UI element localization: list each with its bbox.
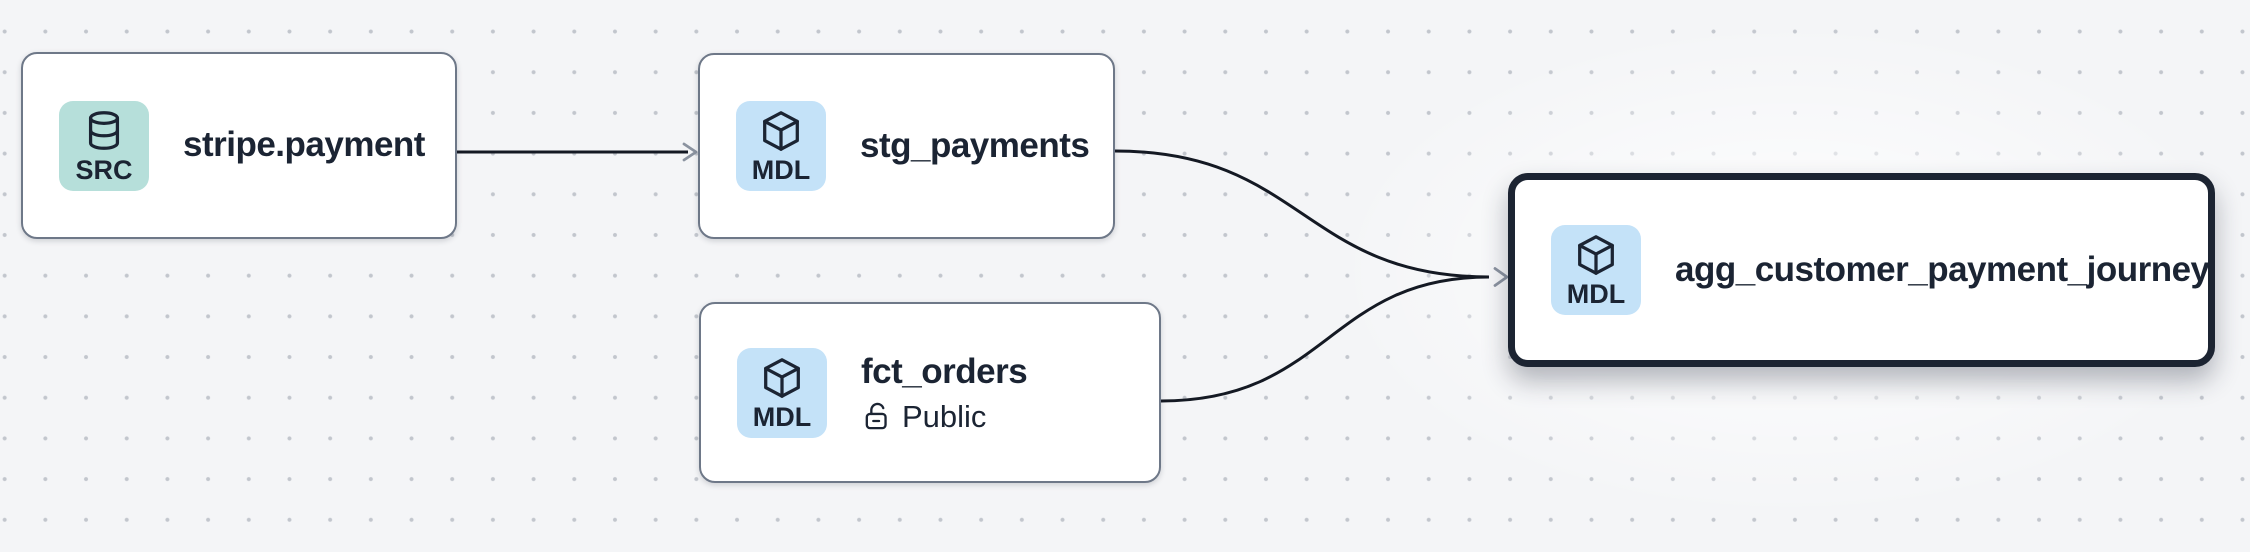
cube-icon	[763, 111, 799, 151]
lineage-node-fct-orders[interactable]: MDL fct_orders Public	[699, 302, 1161, 483]
lineage-node-stg-payments[interactable]: MDL stg_payments	[698, 53, 1115, 239]
edge-fct-orders-to-agg-customer-payment-journey[interactable]	[1160, 275, 1490, 403]
lock-open-icon	[865, 403, 887, 430]
node-title: fct_orders	[861, 351, 1028, 391]
node-title: stg_payments	[860, 125, 1090, 165]
badge-label: MDL	[751, 155, 811, 185]
badge-label: MDL	[1566, 279, 1626, 309]
lineage-node-stripe-payment[interactable]: SRC stripe.payment	[21, 52, 457, 239]
cube-icon	[764, 357, 800, 398]
cube-icon	[1578, 235, 1614, 275]
arrowhead-icon	[1493, 267, 1509, 287]
model-badge: MDL	[736, 101, 826, 191]
model-badge: MDL	[1551, 225, 1641, 315]
node-title: agg_customer_payment_journey	[1675, 249, 2210, 289]
lineage-node-agg-customer-payment-journey[interactable]: MDL agg_customer_payment_journey	[1508, 173, 2215, 367]
model-badge: MDL	[737, 347, 827, 438]
database-icon	[88, 110, 120, 150]
node-title: stripe.payment	[183, 125, 425, 165]
access-row: Public	[861, 401, 1027, 432]
access-label: Public	[902, 399, 987, 435]
badge-label: MDL	[752, 401, 812, 432]
badge-label: SRC	[75, 154, 133, 185]
arrowhead-icon	[682, 142, 698, 162]
source-badge: SRC	[59, 100, 149, 191]
edge-stg-payments-to-agg-customer-payment-journey[interactable]	[1114, 149, 1490, 279]
